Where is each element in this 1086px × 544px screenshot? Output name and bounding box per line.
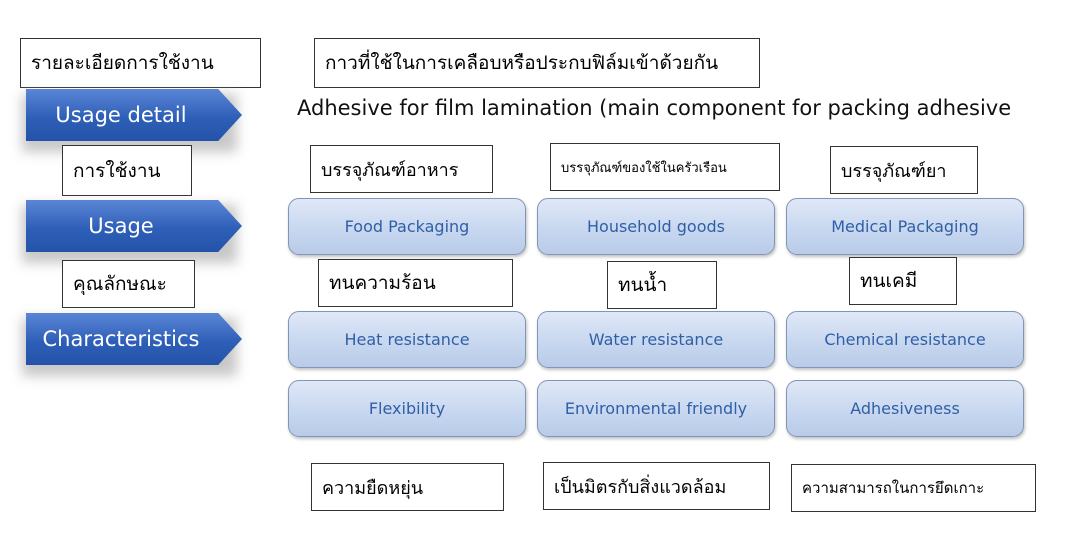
heat-resistance-box: Heat resistance [288, 311, 526, 368]
characteristics-thai-label: คุณลักษณะ [62, 260, 195, 308]
environmental-friendly-thai-label: เป็นมิตรกับสิ่งแวดล้อม [543, 462, 770, 510]
water-resistance-thai-label: ทนน้ำ [607, 261, 717, 309]
usage-detail-thai-label: รายละเอียดการใช้งาน [20, 38, 261, 88]
usage-arrow: Usage [26, 200, 242, 252]
flexibility-box: Flexibility [288, 380, 526, 437]
medical-packaging-thai-label: บรรจุภัณฑ์ยา [830, 146, 978, 194]
household-goods-thai-label: บรรจุภัณฑ์ของใช้ในครัวเรือน [550, 143, 780, 191]
adhesiveness-box: Adhesiveness [786, 380, 1024, 437]
water-resistance-box: Water resistance [537, 311, 775, 368]
chemical-resistance-box: Chemical resistance [786, 311, 1024, 368]
medical-packaging-box: Medical Packaging [786, 198, 1024, 255]
usage-thai-label: การใช้งาน [62, 145, 192, 196]
usage-detail-text: Adhesive for film lamination (main compo… [297, 96, 1012, 120]
environmental-friendly-box: Environmental friendly [537, 380, 775, 437]
characteristics-arrow: Characteristics [26, 313, 242, 365]
food-packaging-thai-label: บรรจุภัณฑ์อาหาร [310, 145, 493, 193]
heat-resistance-thai-label: ทนความร้อน [318, 259, 513, 307]
usage-detail-thai-text: กาวที่ใช้ในการเคลือบหรือประกบฟิล์มเข้าด้… [314, 38, 760, 88]
usage-detail-arrow: Usage detail [26, 89, 242, 141]
adhesiveness-thai-label: ความสามารถในการยึดเกาะ [791, 464, 1036, 512]
food-packaging-box: Food Packaging [288, 198, 526, 255]
household-goods-box: Household goods [537, 198, 775, 255]
flexibility-thai-label: ความยืดหยุ่น [311, 463, 504, 511]
chemical-resistance-thai-label: ทนเคมี [849, 257, 957, 305]
